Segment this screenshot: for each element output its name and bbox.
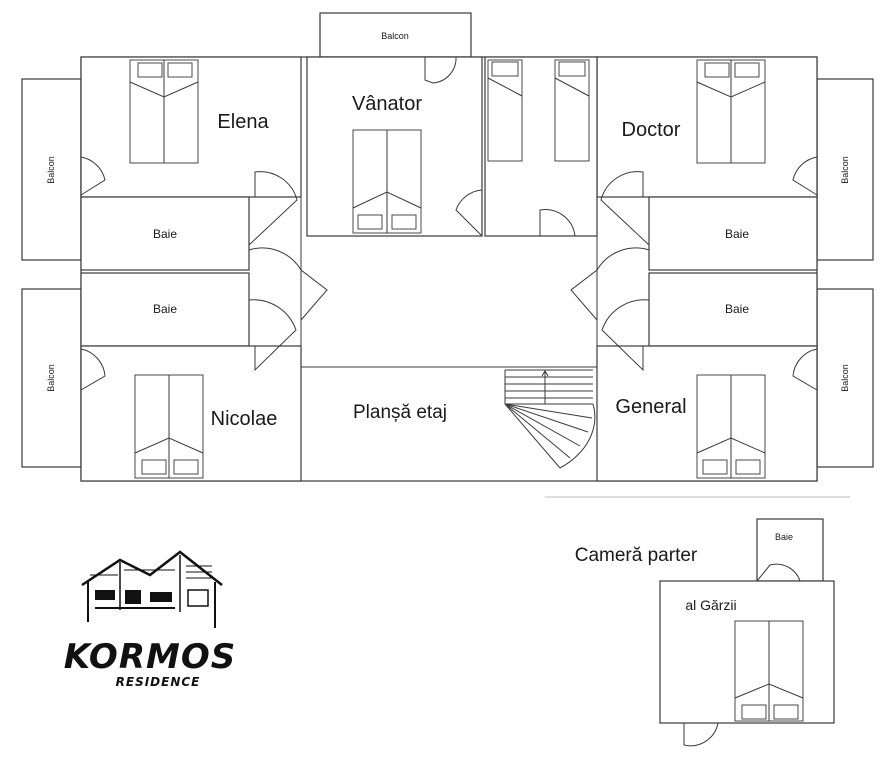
door-vanator-hall <box>455 189 483 237</box>
left-balcony-bottom-label: Balcon <box>46 364 56 392</box>
label-garzii: al Gărzii <box>685 597 736 613</box>
label-nicolae: Nicolae <box>211 408 278 430</box>
ground-floor: Cameră parter Baie al Gărzii <box>575 518 835 747</box>
label-bathroom-left-bottom: Baie <box>153 302 177 316</box>
door-hall-left-top <box>248 247 328 321</box>
door-general-balcony <box>792 348 818 391</box>
bathroom-right-top <box>648 196 818 271</box>
label-elena: Elena <box>217 111 269 133</box>
right-balcony-bottom-label: Balcon <box>840 364 850 392</box>
ground-bathroom-label: Baie <box>775 532 793 542</box>
bed-nicolae <box>134 374 204 479</box>
bathroom-right-bottom <box>648 272 818 347</box>
left-balcony-bottom <box>21 288 82 468</box>
left-balcony-top <box>21 78 82 261</box>
door-bunks-hall <box>539 209 576 237</box>
top-balcony-label: Balcon <box>381 31 409 41</box>
right-balcony-top <box>816 78 874 261</box>
kormos-logo: KORMOS RESIDENCE <box>64 550 236 689</box>
door-elena-balcony <box>80 156 106 196</box>
label-bathroom-right-top: Baie <box>725 227 749 241</box>
bed-elena <box>129 59 199 164</box>
bed-garzii <box>734 620 804 722</box>
door-garzii-bath <box>756 563 801 582</box>
door-doctor-balcony <box>792 156 818 196</box>
staircase <box>504 369 596 469</box>
upper-floor: Balcon Balcon Balcon Balcon Balcon <box>21 12 874 482</box>
logo-house-icon <box>81 550 223 628</box>
bed-single-1 <box>487 59 523 162</box>
door-general-bath <box>601 299 650 372</box>
label-bathroom-left-top: Baie <box>153 227 177 241</box>
ground-title: Cameră parter <box>575 545 698 566</box>
door-garzii-entry <box>683 722 719 747</box>
label-general: General <box>615 396 686 418</box>
bed-doctor <box>696 59 766 164</box>
door-vanator-balcony <box>424 56 457 84</box>
logo-name: KORMOS <box>64 637 236 677</box>
label-vanator: Vânator <box>352 93 422 115</box>
door-nicolae-bath <box>248 299 297 372</box>
top-balcony <box>319 12 472 58</box>
door-doctor-bath <box>600 171 650 246</box>
door-elena-bath <box>248 171 298 246</box>
right-balcony-top-label: Balcon <box>840 156 850 184</box>
bed-vanator <box>352 129 422 234</box>
left-balcony-top-label: Balcon <box>46 156 56 184</box>
plan-title: Planșă etaj <box>353 402 447 423</box>
door-hall-right-top <box>570 247 650 321</box>
logo-sub: RESIDENCE <box>116 675 201 689</box>
label-doctor: Doctor <box>622 119 681 141</box>
bed-single-2 <box>554 59 590 162</box>
right-balcony-bottom <box>816 288 874 468</box>
bathroom-left-top <box>80 196 250 271</box>
label-bathroom-right-bottom: Baie <box>725 302 749 316</box>
bed-general <box>696 374 766 479</box>
ground-bathroom <box>756 518 824 582</box>
door-nicolae-balcony <box>80 348 106 391</box>
